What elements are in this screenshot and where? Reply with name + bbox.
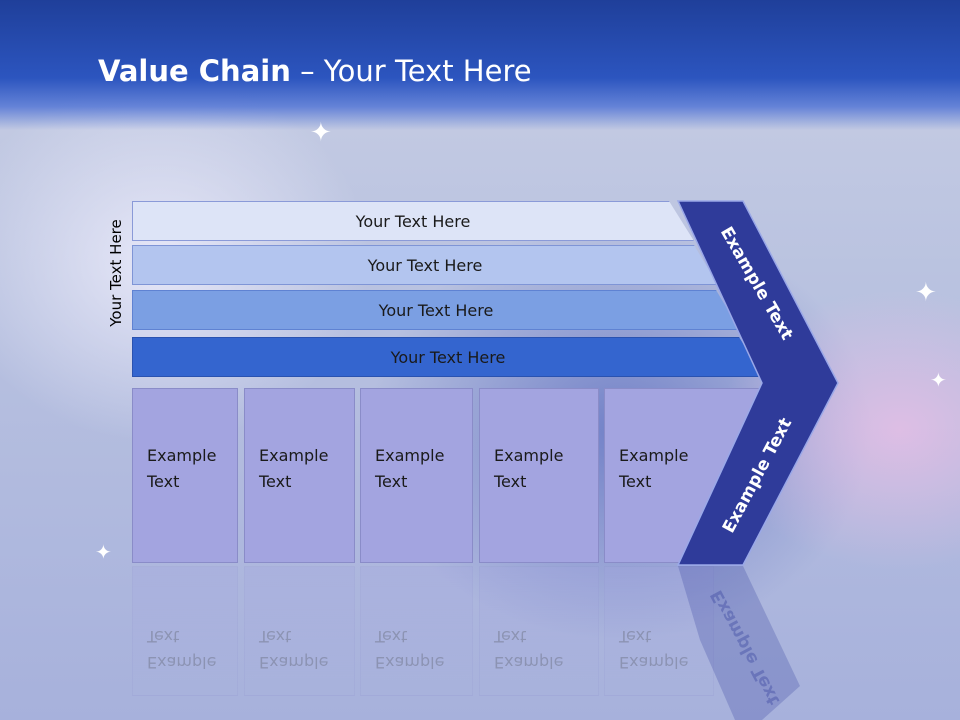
sparkle-icon: ✦ bbox=[310, 118, 332, 148]
sparkle-icon: ✦ bbox=[915, 278, 937, 308]
process-bar-4-label: Your Text Here bbox=[390, 347, 506, 367]
chevron-shape bbox=[676, 200, 839, 566]
process-bar-3: Your Text Here bbox=[132, 290, 740, 330]
box-reflection: Example Text bbox=[479, 566, 599, 696]
example-box-2: Example Text bbox=[244, 388, 355, 563]
box-reflection: Example Text bbox=[360, 566, 473, 696]
process-bar-2: Your Text Here bbox=[132, 245, 718, 285]
example-box-4: Example Text bbox=[479, 388, 599, 563]
slide-title: Value Chain – Your Text Here bbox=[98, 54, 532, 88]
sparkle-icon: ✦ bbox=[930, 368, 947, 392]
example-box-3: Example Text bbox=[360, 388, 473, 563]
box-reflection: Example Text bbox=[244, 566, 355, 696]
process-bar-1-label: Your Text Here bbox=[355, 211, 471, 231]
sparkle-icon: ✦ bbox=[95, 540, 112, 564]
process-bar-4: Your Text Here bbox=[132, 337, 764, 377]
title-rest: – Your Text Here bbox=[290, 54, 532, 88]
process-bar-2-label: Your Text Here bbox=[367, 255, 483, 275]
example-box-1: Example Text bbox=[132, 388, 238, 563]
box-reflection: Example Text bbox=[132, 566, 238, 696]
chevron-reflection bbox=[678, 566, 800, 720]
title-banner bbox=[0, 0, 960, 130]
process-bar-3-label: Your Text Here bbox=[378, 300, 494, 320]
process-bar-1: Your Text Here bbox=[132, 201, 694, 241]
box-reflection: Example Text bbox=[604, 566, 714, 696]
title-bold: Value Chain bbox=[98, 54, 291, 88]
